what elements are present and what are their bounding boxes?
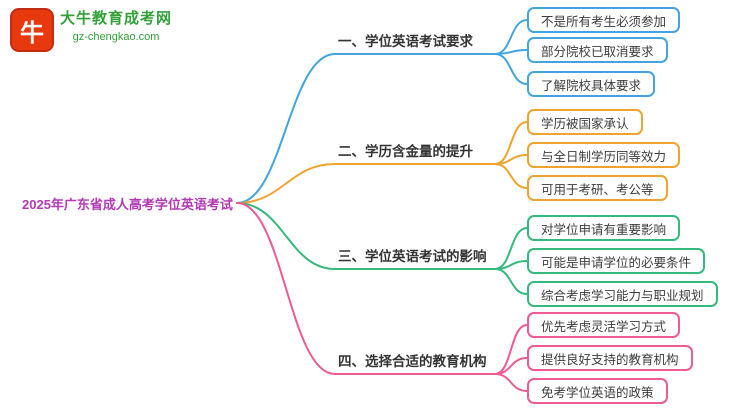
leaf-connector xyxy=(494,260,528,270)
leaf-connector xyxy=(494,19,528,55)
bull-icon: 牛 xyxy=(10,8,54,52)
branch-2-connector xyxy=(236,163,496,204)
site-logo: 牛 大牛教育成考网 gz-chengkao.com xyxy=(10,8,172,52)
leaf-node: 综合考虑学习能力与职业规划 xyxy=(527,281,718,307)
leaf-connector xyxy=(494,373,528,392)
root-node: 2025年广东省成人高考学位英语考试 xyxy=(22,197,233,212)
logo-text: 大牛教育成考网 gz-chengkao.com xyxy=(60,8,172,44)
logo-domain: gz-chengkao.com xyxy=(72,31,160,43)
leaf-node: 可用于考研、考公等 xyxy=(527,175,668,201)
leaf-connector xyxy=(494,154,528,165)
leaf-node: 与全日制学历同等效力 xyxy=(527,142,681,168)
leaf-node: 免考学位英语的政策 xyxy=(527,378,668,404)
leaf-node: 不是所有考生必须参加 xyxy=(527,7,681,33)
leaf-node: 提供良好支持的教育机构 xyxy=(527,345,693,371)
branch-2-label: 二、学历含金量的提升 xyxy=(338,144,473,159)
branch-3-label: 三、学位英语考试的影响 xyxy=(338,249,487,264)
branch-4-label: 四、选择合适的教育机构 xyxy=(338,354,487,369)
leaf-connector xyxy=(494,268,528,295)
branch-1-connector xyxy=(236,53,496,204)
leaf-connector xyxy=(494,53,528,85)
leaf-node: 可能是申请学位的必要条件 xyxy=(527,248,706,274)
logo-title: 大牛教育成考网 xyxy=(60,10,173,27)
leaf-node: 学历被国家承认 xyxy=(527,109,643,135)
leaf-node: 对学位申请有重要影响 xyxy=(527,215,681,241)
leaf-connector xyxy=(494,121,528,165)
leaf-node: 部分院校已取消要求 xyxy=(527,37,668,63)
leaf-connector xyxy=(494,163,528,189)
branch-4-connector xyxy=(236,202,496,375)
branch-1-label: 一、学位英语考试要求 xyxy=(338,34,473,49)
leaf-node: 优先考虑灵活学习方式 xyxy=(527,312,681,338)
branch-3-connector xyxy=(236,202,496,270)
leaf-connector xyxy=(494,227,528,270)
leaf-node: 了解院校具体要求 xyxy=(527,71,656,97)
